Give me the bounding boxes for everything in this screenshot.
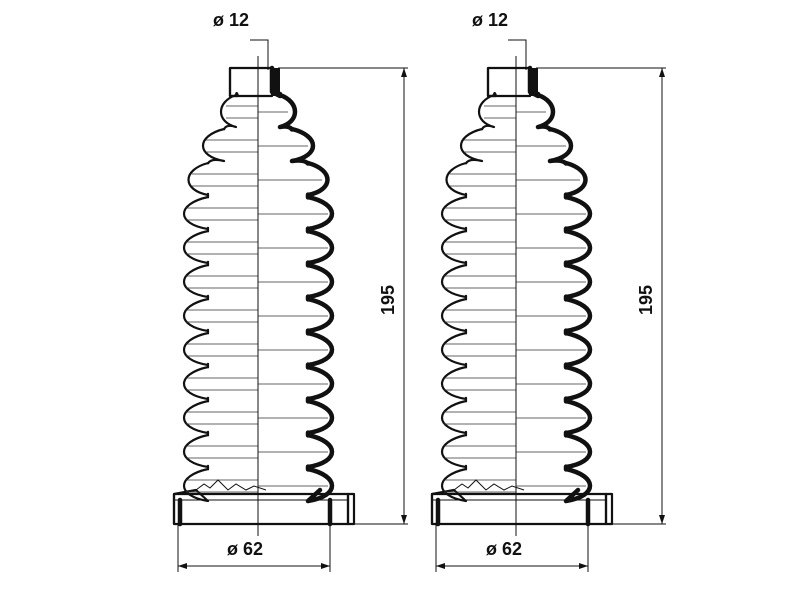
break-line — [453, 479, 525, 491]
height-label: 195 — [636, 285, 656, 315]
bellows-outline-left-half — [172, 68, 240, 524]
bellows-right — [430, 56, 614, 536]
flange-lip — [346, 492, 356, 526]
height-dimension — [278, 67, 408, 525]
top-diameter-leader — [508, 39, 527, 70]
neck-collar-section — [272, 68, 280, 96]
bottom-diameter-label: ø 62 — [486, 539, 522, 559]
bellows-outline-left-half — [430, 68, 498, 524]
bottom-diameter-dimension — [177, 524, 331, 572]
neck-collar — [486, 66, 532, 98]
boot-drawing-left: ø 12 195 ø 62 — [172, 10, 408, 572]
bottom-diameter-dimension — [435, 524, 589, 572]
bellows-left — [172, 56, 356, 536]
neck-collar-section — [530, 68, 538, 96]
height-dimension — [536, 67, 666, 525]
top-diameter-leader — [250, 39, 269, 70]
top-diameter-label: ø 12 — [472, 10, 508, 30]
break-line — [195, 479, 267, 491]
bellows-outline-right-half — [527, 65, 593, 504]
flange-lip — [604, 492, 614, 526]
boot-drawing-right: ø 12 195 ø 62 — [430, 10, 666, 572]
neck-collar — [228, 66, 274, 98]
bottom-diameter-label: ø 62 — [227, 539, 263, 559]
bellows-outline-right-half — [269, 65, 335, 504]
top-diameter-label: ø 12 — [213, 10, 249, 30]
height-label: 195 — [378, 285, 398, 315]
